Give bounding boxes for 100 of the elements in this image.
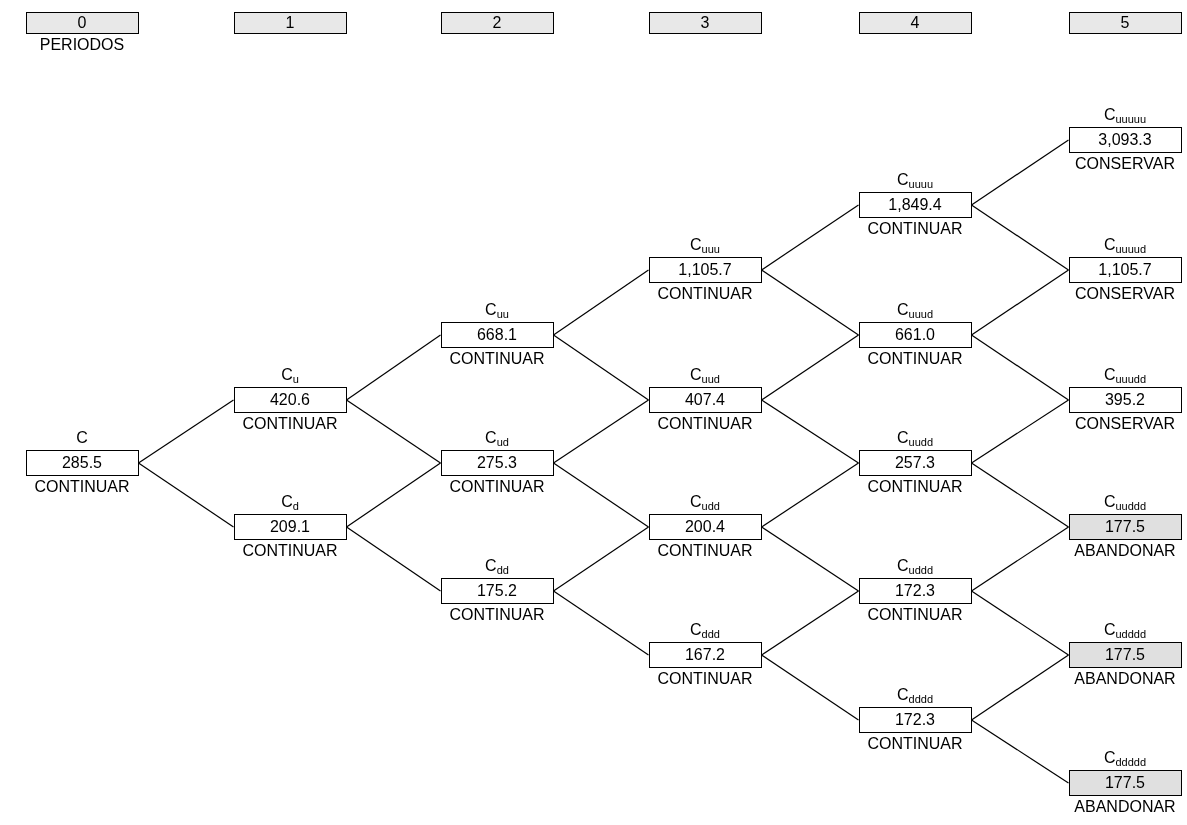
branch-line: [760, 590, 860, 656]
decision-label: CONSERVAR: [1075, 284, 1175, 304]
value-box: 167.2: [648, 642, 762, 668]
branch-line: [760, 399, 860, 464]
branch-line: [552, 526, 650, 592]
branch-line: [970, 399, 1070, 464]
value-box: 668.1: [440, 322, 554, 348]
decision-label: PERIODOS: [39, 35, 125, 55]
decision-label: CONTINUAR: [657, 541, 753, 561]
value-box: 395.2: [1068, 387, 1182, 413]
branch-line: [760, 654, 860, 721]
decision-label: ABANDONAR: [1074, 669, 1176, 689]
value-box: 177.5: [1068, 514, 1182, 540]
node-label: C$_{uddd}$: [896, 556, 933, 578]
value-box: 177.5: [1068, 642, 1182, 668]
decision-label: CONTINUAR: [449, 349, 545, 369]
decision-label: CONTINUAR: [34, 477, 130, 497]
node-label: C$_{uuddd}$: [1103, 492, 1147, 514]
node-label: C$_{uuuuu}$: [1103, 105, 1147, 127]
value-box: 172.3: [858, 707, 972, 733]
node-label: C$_{uud}$: [690, 365, 720, 387]
branch-line: [970, 462, 1070, 528]
branch-line: [970, 334, 1070, 401]
decision-label: ABANDONAR: [1074, 797, 1176, 817]
decision-label: ABANDONAR: [1074, 541, 1176, 561]
branch-line: [137, 399, 235, 464]
value-box: 209.1: [233, 514, 347, 540]
node-label: C$_{uu}$: [485, 300, 509, 322]
node-label: C$_{d}$: [281, 492, 299, 514]
node-label: C$_{uuudd}$: [1103, 365, 1147, 387]
node-label: C$_{ddd}$: [690, 620, 720, 642]
node-label: C$_{ddddd}$: [1103, 748, 1147, 770]
branch-line: [760, 269, 860, 336]
value-box: 1,105.7: [648, 257, 762, 283]
value-box: 661.0: [858, 322, 972, 348]
value-box: 257.3: [858, 450, 972, 476]
decision-label: CONTINUAR: [657, 414, 753, 434]
branch-line: [552, 334, 650, 401]
decision-label: CONSERVAR: [1075, 414, 1175, 434]
branch-line: [552, 590, 650, 656]
branch-line: [137, 462, 235, 528]
branch-line: [552, 269, 650, 336]
node-label: C$_{uuuud}$: [1103, 235, 1147, 257]
branch-line: [760, 204, 860, 271]
value-box: 200.4: [648, 514, 762, 540]
decision-label: CONTINUAR: [657, 284, 753, 304]
value-box: 175.2: [440, 578, 554, 604]
value-box: 177.5: [1068, 770, 1182, 796]
node-label: C$_{udd}$: [690, 492, 720, 514]
value-box: 285.5: [25, 450, 139, 476]
branch-line: [345, 526, 442, 592]
period-box: 4: [858, 12, 972, 34]
period-box: 2: [440, 12, 554, 34]
value-box: 3,093.3: [1068, 127, 1182, 153]
period-box: 5: [1068, 12, 1182, 34]
decision-label: CONTINUAR: [242, 541, 338, 561]
node-label: C$_{dddd}$: [896, 685, 933, 707]
branch-line: [760, 462, 860, 528]
value-box: 275.3: [440, 450, 554, 476]
period-box: 0: [25, 12, 139, 34]
branch-line: [970, 590, 1070, 656]
decision-label: CONTINUAR: [242, 414, 338, 434]
decision-label: CONTINUAR: [657, 669, 753, 689]
value-box: 407.4: [648, 387, 762, 413]
branch-line: [760, 526, 860, 592]
branch-line: [552, 399, 650, 464]
branch-line: [345, 334, 442, 401]
branch-line: [970, 526, 1070, 592]
branch-line: [345, 462, 442, 528]
value-box: 1,849.4: [858, 192, 972, 218]
node-label: C$_{udddd}$: [1103, 620, 1147, 642]
decision-label: CONTINUAR: [867, 734, 963, 754]
decision-label: CONTINUAR: [449, 605, 545, 625]
branch-line: [970, 654, 1070, 721]
node-label: C$_{dd}$: [485, 556, 509, 578]
node-label: C$_{ud}$: [485, 428, 509, 450]
node-label: C$_{uuuu}$: [896, 170, 933, 192]
period-box: 1: [233, 12, 347, 34]
value-box: 420.6: [233, 387, 347, 413]
period-box: 3: [648, 12, 762, 34]
branch-line: [345, 399, 442, 464]
branch-line: [970, 269, 1070, 336]
branch-line: [970, 139, 1070, 206]
node-label: C: [76, 428, 88, 448]
branch-line: [760, 334, 860, 401]
branch-line: [970, 204, 1070, 271]
decision-label: CONTINUAR: [449, 477, 545, 497]
node-label: C$_{u}$: [281, 365, 299, 387]
decision-label: CONTINUAR: [867, 219, 963, 239]
value-box: 1,105.7: [1068, 257, 1182, 283]
branch-line: [970, 719, 1070, 784]
node-label: C$_{uuu}$: [690, 235, 720, 257]
value-box: 172.3: [858, 578, 972, 604]
node-label: C$_{uuud}$: [896, 300, 933, 322]
decision-label: CONSERVAR: [1075, 154, 1175, 174]
branch-line: [552, 462, 650, 528]
node-label: C$_{uudd}$: [896, 428, 933, 450]
decision-label: CONTINUAR: [867, 349, 963, 369]
decision-label: CONTINUAR: [867, 477, 963, 497]
decision-label: CONTINUAR: [867, 605, 963, 625]
